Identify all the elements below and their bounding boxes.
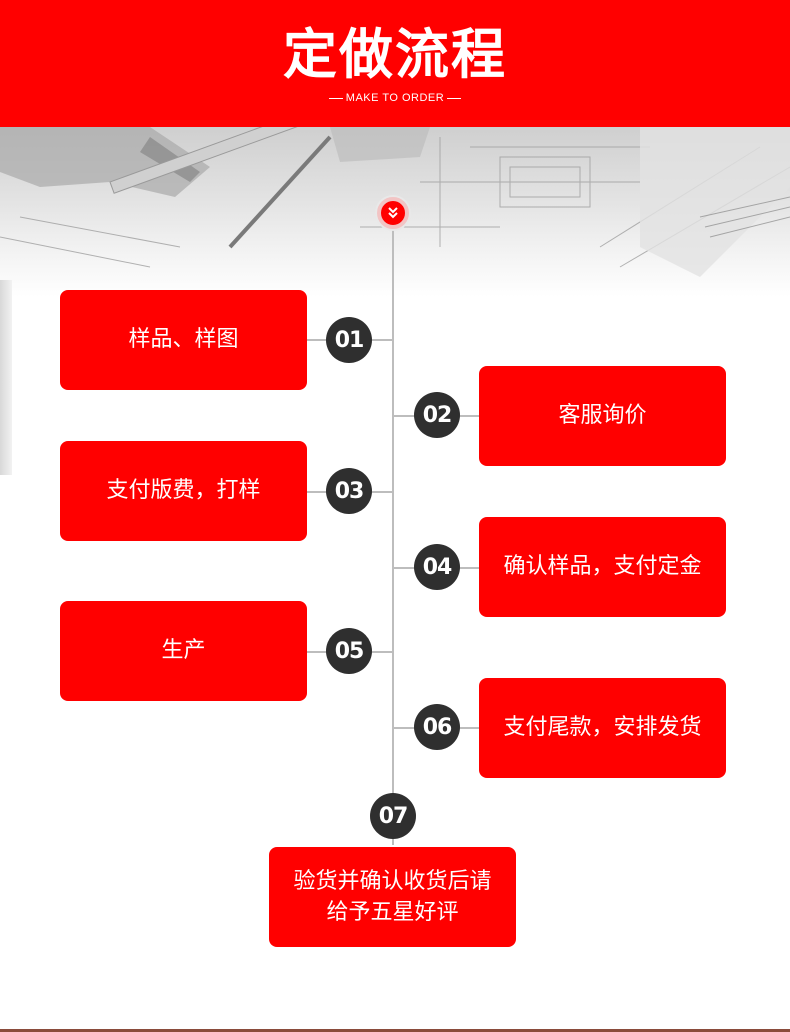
subtitle-text: MAKE TO ORDER: [345, 92, 445, 104]
step-number-4: 04: [414, 544, 460, 590]
timeline-line: [392, 225, 394, 845]
step-box-4: 确认样品，支付定金: [479, 517, 726, 617]
step-box-2: 客服询价: [479, 366, 726, 466]
page-title: 定做流程: [283, 23, 507, 86]
step-box-7: 验货并确认收货后请给予五星好评: [269, 847, 516, 947]
double-chevron-down-icon: [377, 197, 409, 229]
step-box-6: 支付尾款，安排发货: [479, 678, 726, 778]
header-banner: 定做流程 MAKE TO ORDER: [0, 0, 790, 127]
blueprint-background-image: [0, 127, 790, 297]
subtitle-dash-right: [447, 97, 462, 99]
step-number-7: 07: [370, 793, 416, 839]
step-number-6: 06: [414, 704, 460, 750]
step-box-1: 样品、样图: [60, 290, 307, 390]
step-number-1: 01: [326, 317, 372, 363]
step-number-3: 03: [326, 468, 372, 514]
step-number-5: 05: [326, 628, 372, 674]
blueprint-side-strip: [0, 280, 12, 475]
step-number-2: 02: [414, 392, 460, 438]
bottom-divider: [0, 1029, 790, 1032]
step-box-3: 支付版费，打样: [60, 441, 307, 541]
subtitle-dash-left: [328, 97, 343, 99]
step-box-5: 生产: [60, 601, 307, 701]
page-subtitle: MAKE TO ORDER: [0, 92, 790, 104]
